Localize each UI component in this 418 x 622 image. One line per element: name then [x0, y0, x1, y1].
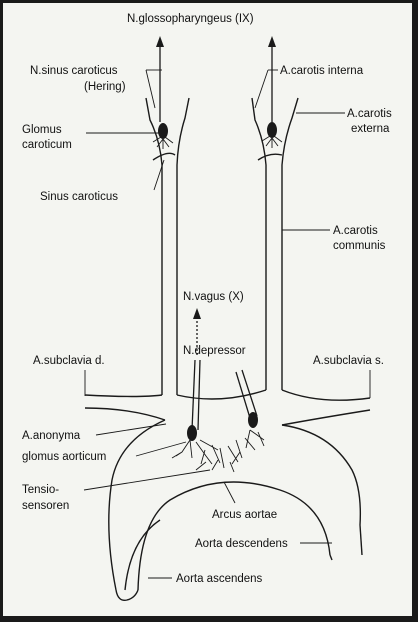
tensio-sensors	[171, 429, 265, 473]
label-a-subclavia-s: A.subclavia s.	[313, 355, 384, 367]
label-n-vagus: N.vagus (X)	[183, 291, 244, 303]
carotid-glomus-left	[152, 123, 174, 149]
carotid-glomus-right	[261, 122, 283, 148]
label-n-depressor: N.depressor	[183, 345, 246, 357]
label-n-sinus-caroticus: N.sinus caroticus	[30, 65, 118, 77]
leader-lines	[83, 69, 371, 579]
label-caroticum: caroticum	[22, 139, 72, 151]
label-a-carotis-interna: A.carotis interna	[280, 65, 364, 77]
vagus-nerve	[187, 308, 258, 441]
glosso-arrows	[156, 36, 276, 122]
label-a-carotis-externa-1: A.carotis	[347, 108, 392, 120]
label-sensoren: sensoren	[22, 500, 69, 512]
label-a-carotis-communis-1: A.carotis	[333, 225, 378, 237]
label-glomus-aorticum: glomus aorticum	[22, 451, 106, 463]
text-labels: N.glossopharyngeus (IX) N.sinus caroticu…	[22, 13, 392, 585]
label-hering: (Hering)	[84, 81, 126, 93]
label-a-carotis-communis-2: communis	[333, 240, 386, 252]
label-a-anonyma: A.anonyma	[22, 430, 81, 442]
aortic-arch	[84, 389, 371, 601]
label-sinus-caroticus: Sinus caroticus	[40, 191, 118, 203]
label-arcus-aortae: Arcus aortae	[212, 509, 277, 521]
label-aorta-ascendens: Aorta ascendens	[176, 573, 263, 585]
label-a-subclavia-d: A.subclavia d.	[33, 355, 105, 367]
label-tensio: Tensio-	[22, 484, 59, 496]
label-glomus: Glomus	[22, 124, 62, 136]
label-a-carotis-externa-2: externa	[351, 123, 390, 135]
label-aorta-descendens: Aorta descendens	[195, 538, 288, 550]
diagram-frame	[3, 3, 412, 616]
label-n-glossopharyngeus: N.glossopharyngeus (IX)	[127, 13, 254, 25]
